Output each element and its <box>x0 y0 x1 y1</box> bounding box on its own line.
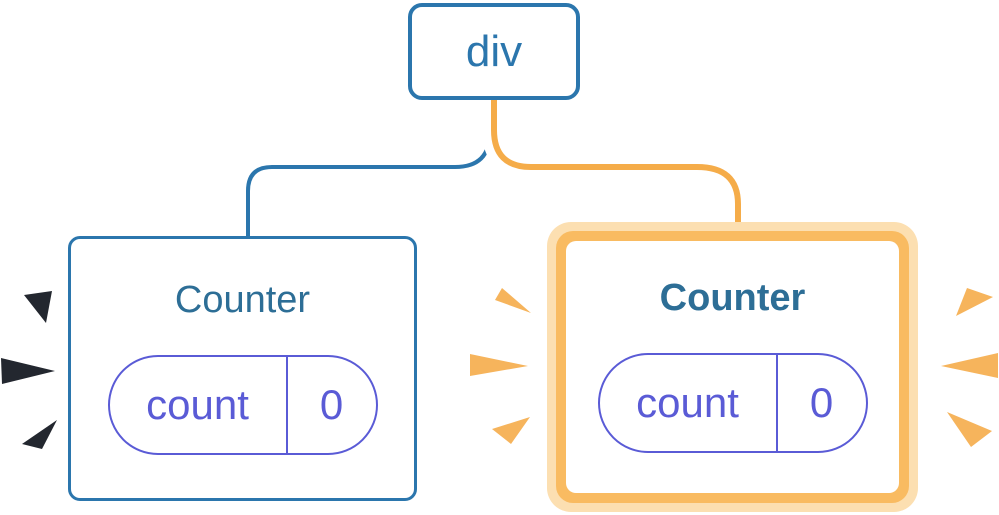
burst-ray-icon <box>941 353 998 378</box>
counter-title: Counter <box>174 279 311 321</box>
burst-ray-icon <box>492 417 530 444</box>
state-key-label: count <box>636 378 739 426</box>
counter-title: Counter <box>659 277 806 319</box>
state-key-label: count <box>146 380 249 428</box>
state-value-cell: 0 <box>285 356 376 453</box>
state-pill: count 0 <box>597 352 868 453</box>
state-value-cell: 0 <box>775 354 866 451</box>
counter-card-right-highlight-outer: Counter count 0 <box>547 222 918 512</box>
burst-ray-icon <box>24 291 52 323</box>
state-pill: count 0 <box>107 354 378 455</box>
root-node-div: div <box>408 3 580 100</box>
edge-div-to-right-counter <box>491 98 741 228</box>
root-node-label: div <box>465 26 523 76</box>
burst-group-right-orange <box>941 288 998 447</box>
edge-div-to-left-counter <box>246 98 492 240</box>
counter-card-left: Counter count 0 <box>68 236 417 501</box>
burst-ray-icon <box>470 354 528 376</box>
burst-group-left-dark <box>1 291 57 449</box>
edge-div-to-right-counter-casing <box>482 98 750 228</box>
burst-ray-icon <box>1 358 55 384</box>
counter-card-right: Counter count 0 <box>566 241 899 493</box>
burst-group-middle-orange <box>470 288 531 444</box>
burst-ray-icon <box>495 288 531 313</box>
burst-ray-icon <box>947 412 992 447</box>
counter-card-right-highlight-ring: Counter count 0 <box>556 231 909 503</box>
state-value-label: 0 <box>319 380 344 428</box>
state-key-cell: count <box>600 355 776 451</box>
state-value-label: 0 <box>809 378 834 426</box>
state-key-cell: count <box>110 357 286 453</box>
burst-ray-icon <box>22 420 57 449</box>
burst-ray-icon <box>956 288 993 316</box>
